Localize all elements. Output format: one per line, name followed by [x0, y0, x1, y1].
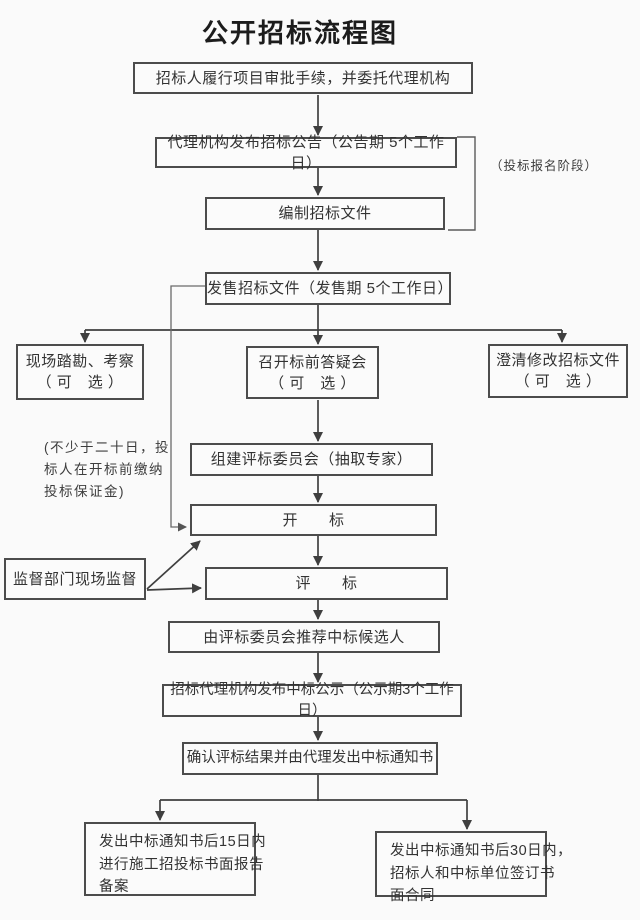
sell-to-opening-bypass: [170, 285, 205, 532]
node-site-survey-optional: （ 可 选 ）: [36, 374, 124, 391]
node-report-filing-line3: 备案: [99, 879, 129, 895]
node-prepare-docs: 编制招标文件: [205, 197, 445, 230]
node-sign-contract-line3: 面合同: [390, 888, 435, 904]
deposit-note-line3: 投标保证金): [44, 484, 125, 499]
node-approval-label: 招标人履行项目审批手续，并委托代理机构: [155, 69, 451, 87]
node-sign-contract: 发出中标通知书后30日内， 招标人和中标单位签订书 面合同: [375, 831, 572, 904]
node-confirm-notice-label: 确认评标结果并由代理发出中标通知书: [186, 750, 434, 767]
node-report-filing-line2: 进行施工招投标书面报告: [99, 856, 264, 873]
node-win-publicity: 招标代理机构发布中标公示（公示期3个工作日）: [162, 682, 462, 719]
node-site-survey: 现场踏勘、考察 （ 可 选 ）: [16, 344, 144, 400]
node-qa-meeting-label: 召开标前答疑会: [258, 353, 367, 371]
node-sell-docs: 发售招标文件（发售期 5个工作日）: [205, 272, 454, 305]
final-split-connectors: [155, 775, 472, 830]
node-sign-contract-line2: 招标人和中标单位签订书: [390, 865, 555, 882]
node-prepare-docs-label: 编制招标文件: [278, 205, 372, 222]
node-qa-meeting: 召开标前答疑会 （ 可 选 ）: [246, 346, 379, 399]
node-site-survey-label: 现场踏勘、考察: [25, 353, 135, 370]
node-bid-evaluation: 评 标: [205, 567, 448, 600]
node-bid-evaluation-label: 评 标: [295, 575, 358, 592]
node-supervision-label: 监督部门现场监督: [12, 570, 137, 588]
node-bid-opening-label: 开 标: [282, 511, 345, 529]
node-report-filing: 发出中标通知书后15日内 进行施工招投标书面报告 备案: [84, 822, 266, 896]
node-win-publicity-label: 招标代理机构发布中标公示（公示期3个工作日）: [170, 682, 454, 719]
node-committee-label: 组建评标委员会（抽取专家）: [210, 451, 413, 468]
node-report-filing-line1: 发出中标通知书后15日内: [99, 834, 267, 850]
node-committee: 组建评标委员会（抽取专家）: [190, 443, 433, 476]
node-recommend-label: 由评标委员会推荐中标候选人: [203, 628, 405, 646]
node-sell-docs-label: 发售招标文件（发售期 5个工作日）: [207, 280, 454, 297]
registration-phase-note: （投标报名阶段）: [490, 159, 599, 173]
deposit-note-line2: 标人在开标前缴纳: [44, 462, 164, 477]
deposit-note: (不少于二十日，投 标人在开标前缴纳 投标保证金): [44, 437, 170, 503]
node-announcement-label: 代理机构发布招标公告（公告期 5个工作日）: [167, 133, 445, 172]
node-clarify-docs-optional: （ 可 选 ）: [514, 373, 602, 390]
supervision-arrows: [146, 540, 202, 594]
deposit-note-line1: (不少于二十日，投: [44, 440, 170, 455]
branch-connectors: [80, 329, 567, 343]
node-recommend: 由评标委员会推荐中标候选人: [168, 621, 440, 653]
node-sign-contract-line1: 发出中标通知书后30日内，: [390, 843, 573, 859]
node-supervision: 监督部门现场监督: [4, 558, 146, 600]
node-announcement: 代理机构发布招标公告（公告期 5个工作日）: [155, 134, 457, 172]
page-title: 公开招标流程图: [201, 18, 398, 48]
node-clarify-docs: 澄清修改招标文件 （ 可 选 ）: [488, 344, 628, 398]
node-confirm-notice: 确认评标结果并由代理发出中标通知书: [182, 742, 438, 775]
node-approval: 招标人履行项目审批手续，并委托代理机构: [133, 62, 473, 94]
node-clarify-docs-label: 澄清修改招标文件: [495, 352, 620, 369]
node-qa-meeting-optional: （ 可 选 ）: [269, 374, 356, 392]
node-bid-opening: 开 标: [190, 504, 437, 536]
